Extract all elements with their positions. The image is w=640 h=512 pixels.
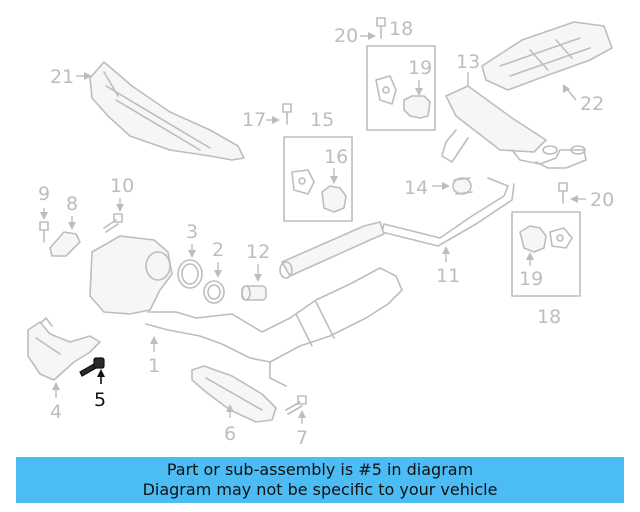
part-18-group-right <box>511 211 581 297</box>
callout-8[interactable]: 8 <box>66 193 78 215</box>
callout-20-right[interactable]: 20 <box>590 189 614 211</box>
part-12-clamp <box>241 285 267 301</box>
callout-16[interactable]: 16 <box>324 146 348 168</box>
callout-3[interactable]: 3 <box>186 221 198 243</box>
info-banner-line-2: Diagram may not be specific to your vehi… <box>142 480 498 499</box>
part-15-bracket <box>291 169 315 195</box>
callout-10[interactable]: 10 <box>110 175 134 197</box>
part-13-rear-muffler <box>441 85 587 169</box>
callout-6[interactable]: 6 <box>224 423 236 445</box>
callout-9[interactable]: 9 <box>38 183 50 205</box>
callout-20-top[interactable]: 20 <box>334 25 358 47</box>
callout-22[interactable]: 22 <box>580 93 604 115</box>
arrowhead-20-right <box>570 195 578 203</box>
arrowhead-4 <box>52 382 60 390</box>
callout-7[interactable]: 7 <box>296 427 308 449</box>
arrowhead-11 <box>442 246 450 254</box>
arrowhead-17 <box>272 116 280 124</box>
arrowhead-22 <box>563 84 570 93</box>
callout-13[interactable]: 13 <box>456 51 480 73</box>
part-8-bracket <box>49 231 81 257</box>
arrowhead-6 <box>226 404 234 412</box>
arrowhead-2 <box>214 270 222 278</box>
part-18-group-top <box>366 45 436 131</box>
arrowhead-12 <box>254 274 262 282</box>
callout-18-top[interactable]: 18 <box>389 18 413 40</box>
part-7-bolt <box>285 395 307 415</box>
arrowhead-1 <box>150 336 158 344</box>
callout-1[interactable]: 1 <box>148 355 160 377</box>
part-4-bracket <box>27 317 101 381</box>
info-banner-line-1: Part or sub-assembly is #5 in diagram <box>166 460 474 479</box>
callout-11[interactable]: 11 <box>436 265 460 287</box>
arrowhead-3 <box>188 250 196 258</box>
callout-21[interactable]: 21 <box>50 66 74 88</box>
arrowhead-7 <box>298 410 306 418</box>
part-19-hanger-top <box>403 95 431 119</box>
callout-17[interactable]: 17 <box>242 109 266 131</box>
callout-14[interactable]: 14 <box>404 177 428 199</box>
callout-5[interactable]: 5 <box>94 389 106 411</box>
part-15-group <box>283 136 353 222</box>
callout-18-right[interactable]: 18 <box>537 306 561 328</box>
arrowhead-10 <box>116 204 124 212</box>
arrowhead-19-top <box>415 88 423 96</box>
part-21-heat-shield <box>89 61 245 161</box>
callout-19-right[interactable]: 19 <box>519 268 543 290</box>
part-2-gasket <box>203 280 225 304</box>
arrowhead-20-top <box>368 32 376 40</box>
part-16-hanger <box>321 185 347 213</box>
arrowhead-8 <box>68 222 76 230</box>
part-14-clamp <box>452 177 473 195</box>
callout-2[interactable]: 2 <box>212 239 224 261</box>
part-20-bolt-right <box>558 182 568 204</box>
arrowhead-9 <box>40 212 48 220</box>
part-22-heat-shield <box>481 21 613 91</box>
part-10-bolt <box>103 213 123 233</box>
callout-4[interactable]: 4 <box>50 401 62 423</box>
arrowhead-14 <box>442 182 450 190</box>
part-3-gasket <box>177 259 203 289</box>
part-17-bolt <box>282 103 292 125</box>
part-6-heat-shield <box>191 365 277 423</box>
callout-15[interactable]: 15 <box>310 109 334 131</box>
callout-12[interactable]: 12 <box>246 241 270 263</box>
part-19-hanger-right <box>519 225 547 253</box>
arrowhead-16 <box>330 176 338 184</box>
callout-19-top[interactable]: 19 <box>408 57 432 79</box>
part-1-catalytic-converter <box>89 235 403 387</box>
part-20-bolt-top <box>376 17 386 39</box>
arrowhead-19-right <box>526 252 534 260</box>
part-11-intermediate-pipe <box>279 177 515 279</box>
arrowhead-5 <box>97 369 105 377</box>
part-9-bolt <box>39 221 49 243</box>
part-18-bracket-top <box>375 75 397 105</box>
part-18-bracket-right <box>549 227 573 249</box>
info-banner: Part or sub-assembly is #5 in diagram Di… <box>16 457 624 503</box>
part-5-bolt <box>79 357 105 377</box>
arrowhead-21 <box>84 72 92 80</box>
